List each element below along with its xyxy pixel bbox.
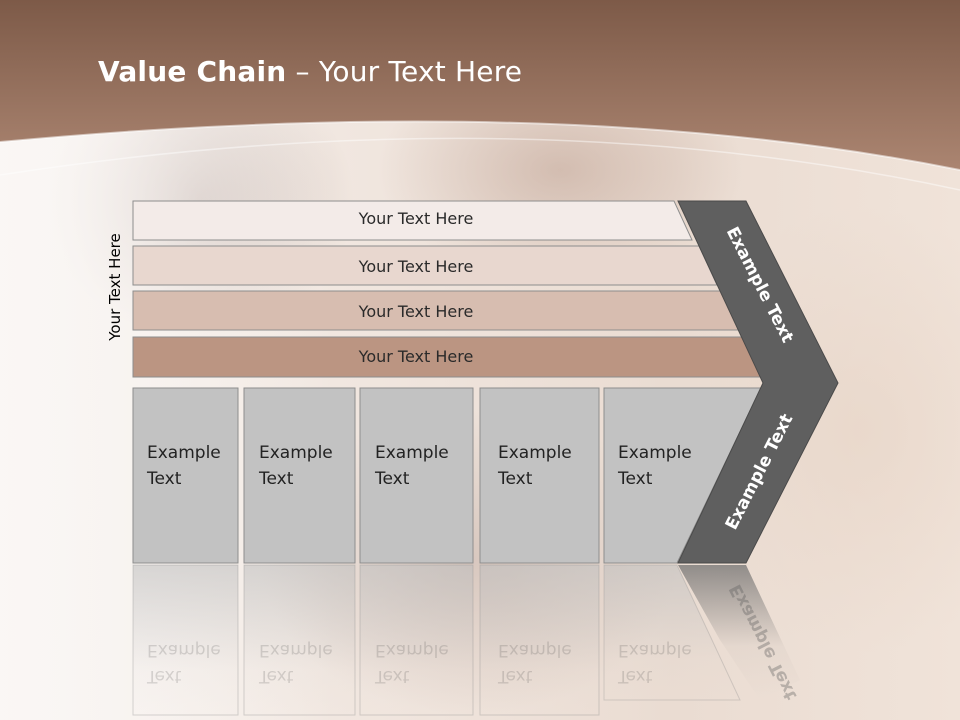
primary-box-4-line2: Text bbox=[498, 469, 533, 489]
title-bold: Value Chain bbox=[98, 55, 287, 88]
primary-box-2 bbox=[243, 387, 356, 564]
primary-box-1 bbox=[132, 387, 239, 564]
primary-box-4 bbox=[479, 387, 600, 564]
support-bar-1 bbox=[132, 200, 693, 241]
primary-box-2-line2: Text bbox=[259, 469, 294, 489]
primary-box-3-line1: Example bbox=[375, 443, 449, 463]
primary-box-5-label: Example Text bbox=[618, 440, 710, 492]
primary-box-5-line2: Text bbox=[618, 469, 653, 489]
primary-box-2-line1: Example bbox=[259, 443, 333, 463]
primary-box-3 bbox=[359, 387, 474, 564]
support-bar-4-label: Your Text Here bbox=[358, 347, 474, 366]
support-bar-1-label: Your Text Here bbox=[358, 209, 474, 228]
primary-box-5-line1: Example bbox=[618, 443, 692, 463]
value-chain-arrow bbox=[677, 200, 839, 564]
primary-box-1-line1: Example bbox=[147, 443, 221, 463]
primary-box-3-line2: Text bbox=[375, 469, 410, 489]
primary-box-2-label: Example Text bbox=[259, 440, 351, 492]
primary-box-1-line2: Text bbox=[147, 469, 182, 489]
support-bar-2-label: Your Text Here bbox=[358, 257, 474, 276]
reflection-group bbox=[132, 564, 800, 716]
primary-box-3-label: Example Text bbox=[375, 440, 467, 492]
title-rest: – Your Text Here bbox=[286, 55, 523, 88]
primary-box-4-line1: Example bbox=[498, 443, 572, 463]
header-banner bbox=[0, 0, 960, 191]
primary-box-5 bbox=[603, 387, 762, 564]
primary-box-1-label: Example Text bbox=[147, 440, 239, 492]
page-title: Value Chain – Your Text Here bbox=[98, 55, 522, 88]
primary-box-4-label: Example Text bbox=[498, 440, 590, 492]
support-bar-3-label: Your Text Here bbox=[358, 302, 474, 321]
